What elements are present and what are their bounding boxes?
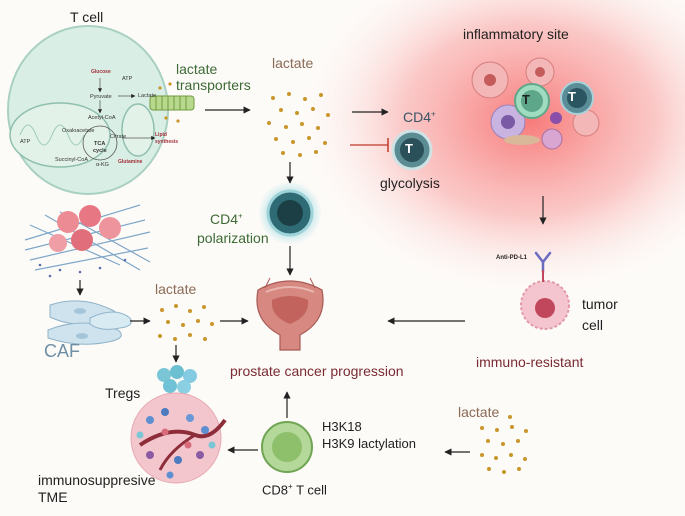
succinyl-coa-label: Succinyl-CoA <box>55 157 89 163</box>
cd4-sup: + <box>431 109 436 119</box>
immunosuppressive-label: immunosuppresive <box>38 472 156 488</box>
cd8-sup: + <box>288 482 293 491</box>
t-cell-title: T cell <box>70 9 104 25</box>
lactate-transporter-channels <box>149 82 195 123</box>
polarization-label: polarization <box>197 230 269 246</box>
inflammatory-site-label: inflammatory site <box>463 26 569 42</box>
h3k18-label: H3K18 <box>322 419 362 434</box>
synthesis-label: synthesis <box>155 139 179 145</box>
glucose-label: Glucose <box>91 69 111 75</box>
cd4-polarization-nucleus <box>277 200 303 226</box>
cd4-polarization-label: CD4+ <box>210 211 243 227</box>
inflammatory-cells <box>471 57 600 150</box>
tumor-label: tumor <box>582 296 618 312</box>
lactate-dots-bottom <box>480 415 528 474</box>
lipid-label: Lipid <box>155 132 167 138</box>
prostate-organ <box>256 277 324 351</box>
pyruvate-label: Pyruvate <box>90 94 112 100</box>
oxaloacetate-label: Oxaloacetate <box>62 128 95 134</box>
atp-left-label: ATP <box>20 139 31 145</box>
cd8-suffix: T cell <box>292 482 327 498</box>
anti-pd-l1-label: Anti-PD-L1 <box>496 255 527 261</box>
cd4-pol-sup: + <box>238 211 243 221</box>
cd4-text: CD4 <box>403 109 432 125</box>
cd4-pol-text: CD4 <box>210 211 239 227</box>
cell-label: cell <box>582 317 604 333</box>
citrate-label: Citrate <box>110 134 127 140</box>
tumor-cell-nucleus <box>535 298 555 318</box>
lactate-mid-label: lactate <box>155 281 197 297</box>
tme-label: TME <box>38 489 68 505</box>
tregs-label: Tregs <box>105 385 141 401</box>
tme-cluster <box>130 392 227 484</box>
akg-label: α-KG <box>96 162 109 168</box>
cd8-text: CD8 <box>262 482 289 498</box>
tca-cycle-ring <box>82 125 118 161</box>
caf-label: CAF <box>44 341 80 361</box>
t-letter-teal: T <box>568 89 576 104</box>
lactate-dots-mid <box>158 304 214 341</box>
caf-fibroblast-mesh <box>24 204 151 278</box>
lactate-bottom-label: lactate <box>458 404 500 420</box>
mitochondria-right <box>121 103 155 157</box>
glycolysis-label: glycolysis <box>380 175 440 191</box>
lactate-top-label: lactate <box>272 55 314 71</box>
caf-cells <box>47 300 132 345</box>
lactate-transporters-label-1: lactate <box>176 61 218 77</box>
lactate-dots-top <box>267 92 330 157</box>
lactate-transporters-label-2: transporters <box>176 77 251 93</box>
cd4-glycolysis-nucleus <box>400 138 424 162</box>
h3k9-label: H3K9 lactylation <box>322 436 416 451</box>
t-letter-cd4: T <box>405 141 413 156</box>
tregs-cluster <box>157 365 197 394</box>
tca-label: TCA <box>94 141 106 147</box>
cycle-label: cycle <box>93 148 107 154</box>
lactate-small-label: Lactate <box>138 93 157 99</box>
t-letter-green: T <box>522 92 530 107</box>
atp-top-label: ATP <box>122 76 133 82</box>
mitochondria-cristae <box>19 124 85 146</box>
acetyl-coa-label: Acetyl-CoA <box>88 115 116 121</box>
inflammation-glow <box>300 0 685 295</box>
cd8-t-cell-label: CD8+ T cell <box>262 482 327 498</box>
cd8-t-cell-nucleus <box>272 432 302 462</box>
immuno-resistant-label: immuno-resistant <box>476 354 584 370</box>
cd4-glycolysis-label: CD4+ <box>403 109 436 125</box>
prostate-cancer-progression-label: prostate cancer progression <box>230 363 404 379</box>
glutamine-label: Glutamine <box>118 159 143 165</box>
